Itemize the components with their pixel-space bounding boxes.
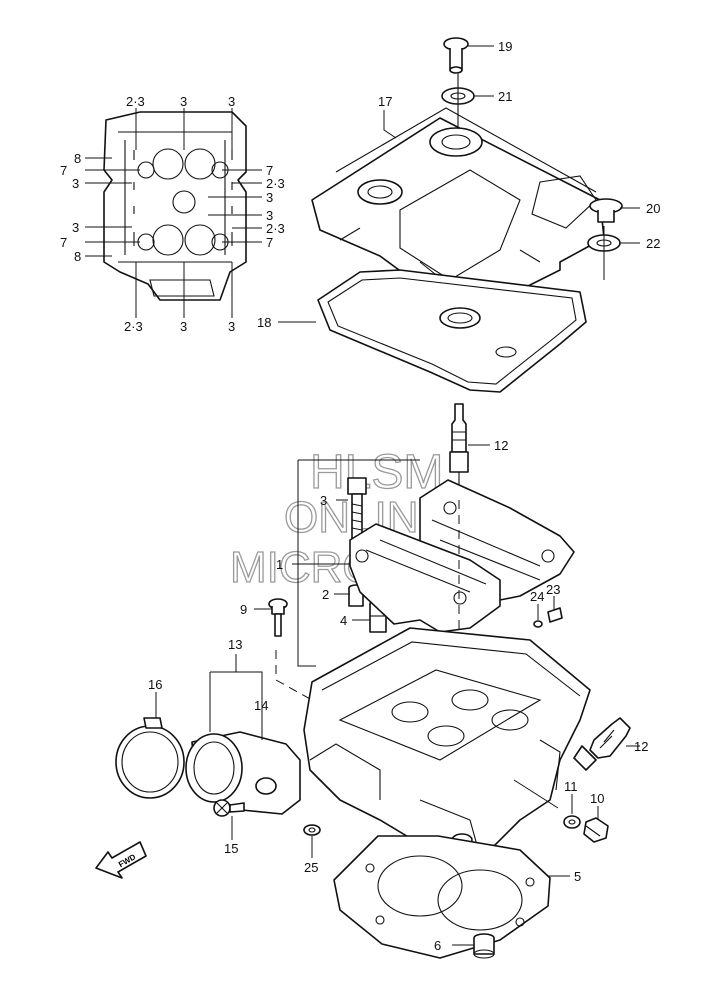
callout-label: 12 <box>494 438 508 453</box>
plug-23 <box>547 607 563 623</box>
callout-label: 10 <box>590 791 604 806</box>
head-cover-gasket-18 <box>317 269 587 393</box>
callout-label: 15 <box>224 841 238 856</box>
spark-plug-12-lower <box>573 717 631 771</box>
watermark-line: HLSM <box>310 446 443 499</box>
bolt-19 <box>443 37 469 74</box>
camshaft-holder-1 <box>349 479 575 633</box>
cylinder-head <box>303 627 591 861</box>
callout-label: 14 <box>254 698 268 713</box>
callout-label: 24 <box>530 589 544 604</box>
inset-label: 3 <box>180 94 187 109</box>
intake-pipe-14 <box>185 731 301 815</box>
callout-label: 19 <box>498 39 512 54</box>
inset-label: 3 <box>228 94 235 109</box>
inset-label: 3 <box>72 176 79 191</box>
bolt-9 <box>268 598 288 637</box>
pin-25 <box>303 824 321 836</box>
forward-arrow-icon: FWD <box>95 841 147 879</box>
plug-24 <box>533 620 543 628</box>
inset-label: 2·3 <box>266 221 285 236</box>
inset-label: 8 <box>74 249 81 264</box>
cylinder-head-cover-17 <box>311 107 605 301</box>
callout-label: 1 <box>276 557 283 572</box>
callout-leaders <box>155 45 640 946</box>
inset-label: 2·3 <box>124 319 143 334</box>
inset-label: 7 <box>266 235 273 250</box>
inset-label: 7 <box>60 163 67 178</box>
washer-11 <box>563 815 581 829</box>
inset-label: 8 <box>74 151 81 166</box>
callout-label: 9 <box>240 602 247 617</box>
callout-label: 3 <box>320 493 327 508</box>
inset-label: 3 <box>72 220 79 235</box>
inset-label: 3 <box>266 208 273 223</box>
callout-label: 5 <box>574 869 581 884</box>
clamp-16 <box>115 717 185 799</box>
inset-label: 3 <box>266 190 273 205</box>
dowel-6 <box>473 933 495 959</box>
callout-label: 22 <box>646 236 660 251</box>
callout-label: 18 <box>257 315 271 330</box>
callout-label: 16 <box>148 677 162 692</box>
screw-15 <box>213 799 245 817</box>
callout-label: 20 <box>646 201 660 216</box>
callout-label: 12 <box>634 739 648 754</box>
inset-label: 3 <box>180 319 187 334</box>
tightening-sequence-inset: 2·3 3 3 8 7 3 3 7 8 7 2·3 3 3 2·3 7 2·3 … <box>60 94 285 334</box>
callout-label: 2 <box>322 587 329 602</box>
callout-numbers: 19 21 17 20 22 18 12 3 1 2 4 9 24 23 13 … <box>148 39 660 953</box>
callout-label: 6 <box>434 938 441 953</box>
bolt-3 <box>347 477 367 541</box>
inset-label: 3 <box>228 319 235 334</box>
callout-label: 17 <box>378 94 392 109</box>
inset-label: 7 <box>266 163 273 178</box>
callout-label: 13 <box>228 637 242 652</box>
callout-label: 23 <box>546 582 560 597</box>
bolt-20 <box>589 198 623 223</box>
callout-label: 21 <box>498 89 512 104</box>
callout-label: 4 <box>340 613 347 628</box>
bolt-10 <box>583 817 609 843</box>
callout-label: 25 <box>304 860 318 875</box>
inset-label: 7 <box>60 235 67 250</box>
cylinder-head-gasket-5 <box>333 835 551 959</box>
callout-label: 11 <box>564 779 578 794</box>
inset-label: 2·3 <box>126 94 145 109</box>
spark-plug-12-upper <box>449 403 469 494</box>
inset-label: 2·3 <box>266 176 285 191</box>
